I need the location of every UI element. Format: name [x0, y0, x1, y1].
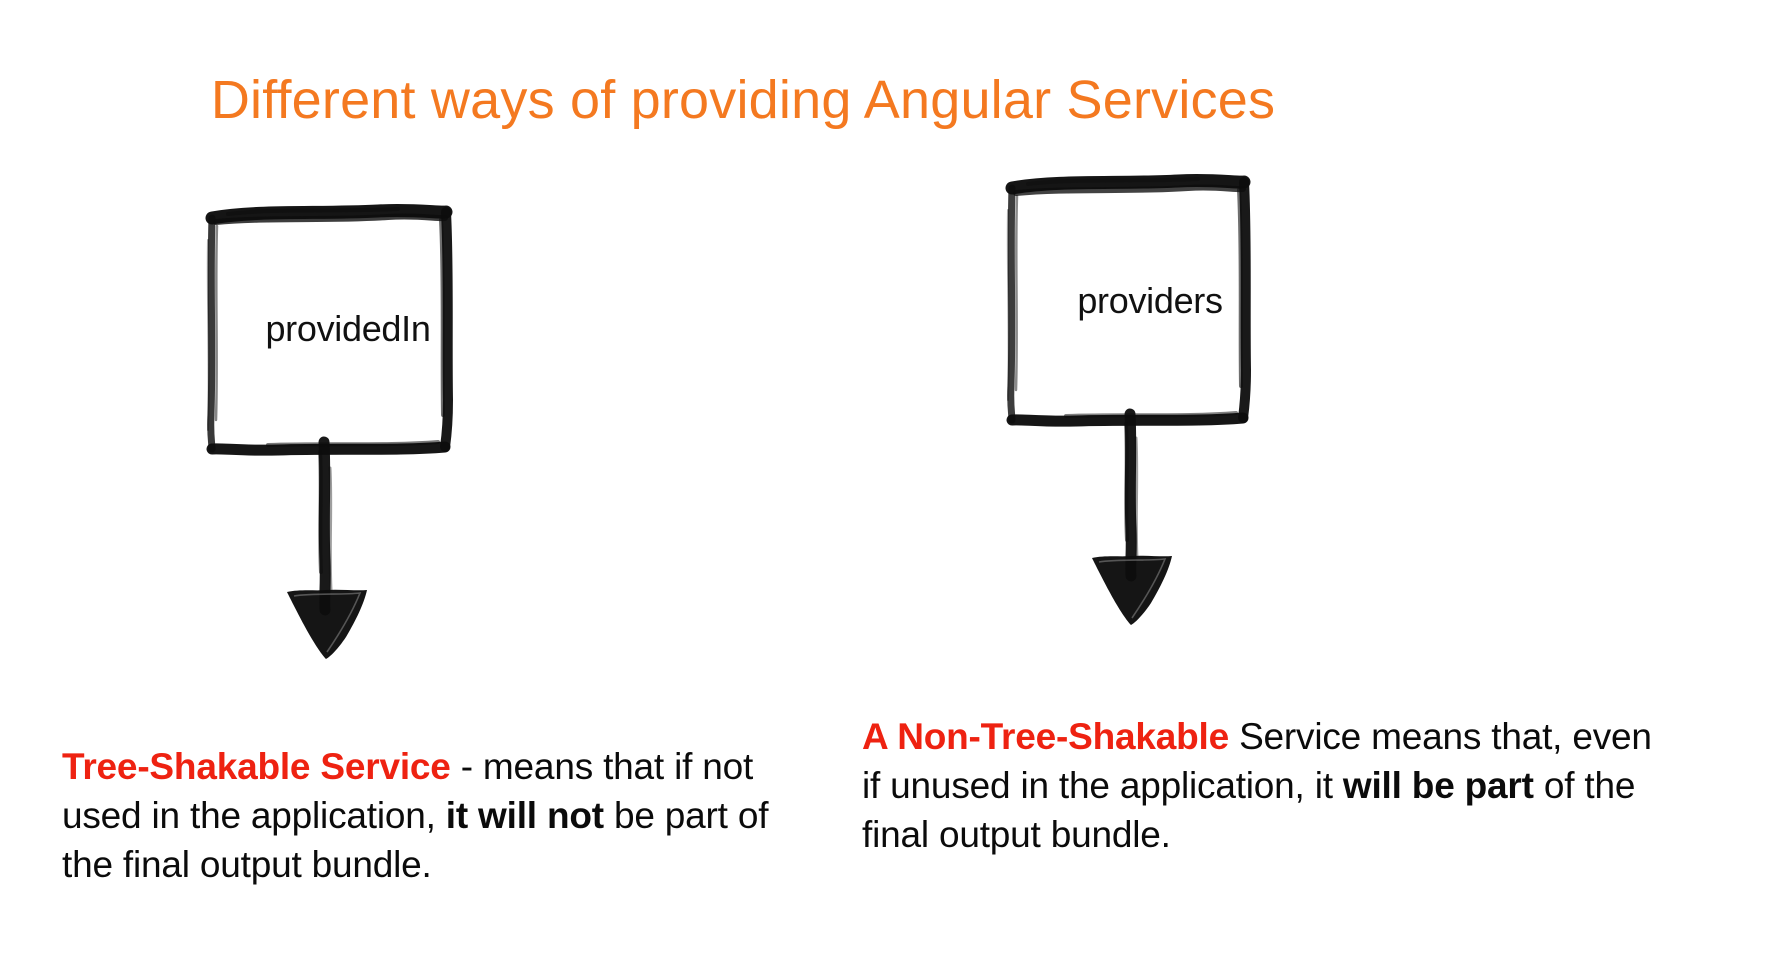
caption-emphasis-right: will be part	[1342, 765, 1534, 807]
caption-text-left-2: be part of the final output bundle.	[62, 795, 769, 886]
caption-highlight-left: Tree-Shakable Service	[62, 746, 451, 787]
page-title: Different ways of providing Angular Serv…	[210, 70, 1276, 130]
caption-non-tree-shakable: A Non-Tree-Shakable Service means that, …	[862, 712, 1662, 860]
caption-tree-shakable: Tree-Shakable Service - means that if no…	[62, 742, 782, 890]
caption-emphasis-left: it will not	[445, 795, 604, 837]
down-arrow-icon-right	[1078, 408, 1198, 627]
caption-text-right-2: of the final output bundle.	[862, 765, 1636, 856]
caption-text-right-1: Service means that, even if unused in th…	[862, 716, 1652, 807]
down-arrow-icon-left	[272, 436, 392, 660]
caption-text-left-1: - means that if not used in the applicat…	[62, 746, 754, 837]
diagram-box-providers: providers	[1000, 172, 1300, 452]
diagram-box-label-providers: providers	[1077, 280, 1223, 321]
caption-highlight-right: A Non-Tree-Shakable	[862, 716, 1229, 757]
diagram-box-provided-in: providedIn	[198, 200, 498, 480]
diagram-box-label-provided-in: providedIn	[265, 308, 431, 349]
